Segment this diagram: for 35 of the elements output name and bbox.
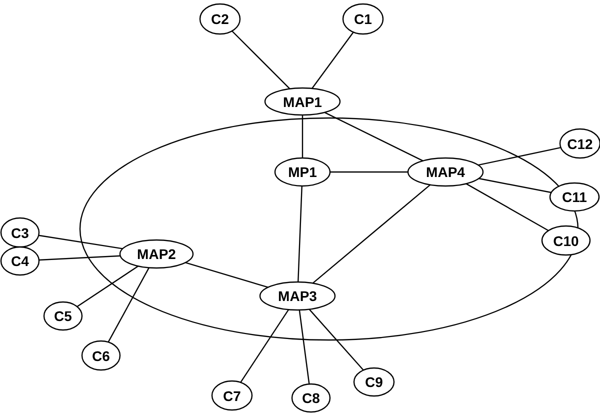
- node-label: C9: [365, 374, 383, 390]
- connector-line: [76, 266, 139, 308]
- node-label: MAP2: [137, 246, 176, 262]
- connector-line: [232, 30, 290, 90]
- connector-line: [298, 186, 302, 282]
- node-label: C11: [562, 189, 587, 205]
- connector-line: [108, 267, 150, 342]
- node-label: C5: [54, 308, 72, 324]
- connector-line: [185, 262, 268, 288]
- node-label: C12: [567, 136, 593, 152]
- connector-line: [478, 178, 552, 194]
- connector-line: [478, 147, 561, 166]
- connector-line: [240, 309, 290, 383]
- node-label: C7: [223, 388, 241, 404]
- node-label: C2: [211, 11, 229, 27]
- connector-line: [298, 310, 310, 384]
- connector-line: [324, 112, 424, 162]
- node-label: C6: [92, 348, 110, 364]
- node-label: MAP4: [426, 164, 465, 180]
- node-label: C10: [553, 232, 579, 248]
- node-label: MP1: [288, 164, 317, 180]
- node-label: MAP3: [278, 288, 317, 304]
- connector-line: [312, 32, 354, 89]
- connector-line: [38, 234, 123, 250]
- node-label: C8: [302, 390, 320, 406]
- node-label: C3: [11, 224, 29, 240]
- connector-line: [466, 183, 549, 232]
- connector-line: [308, 308, 364, 370]
- connector-line: [302, 115, 304, 158]
- connector-line: [38, 255, 120, 261]
- connector-line: [330, 171, 408, 173]
- connector-line: [312, 184, 431, 284]
- node-label: C1: [354, 11, 372, 27]
- node-label: C4: [11, 253, 29, 269]
- node-label: MAP1: [283, 94, 322, 110]
